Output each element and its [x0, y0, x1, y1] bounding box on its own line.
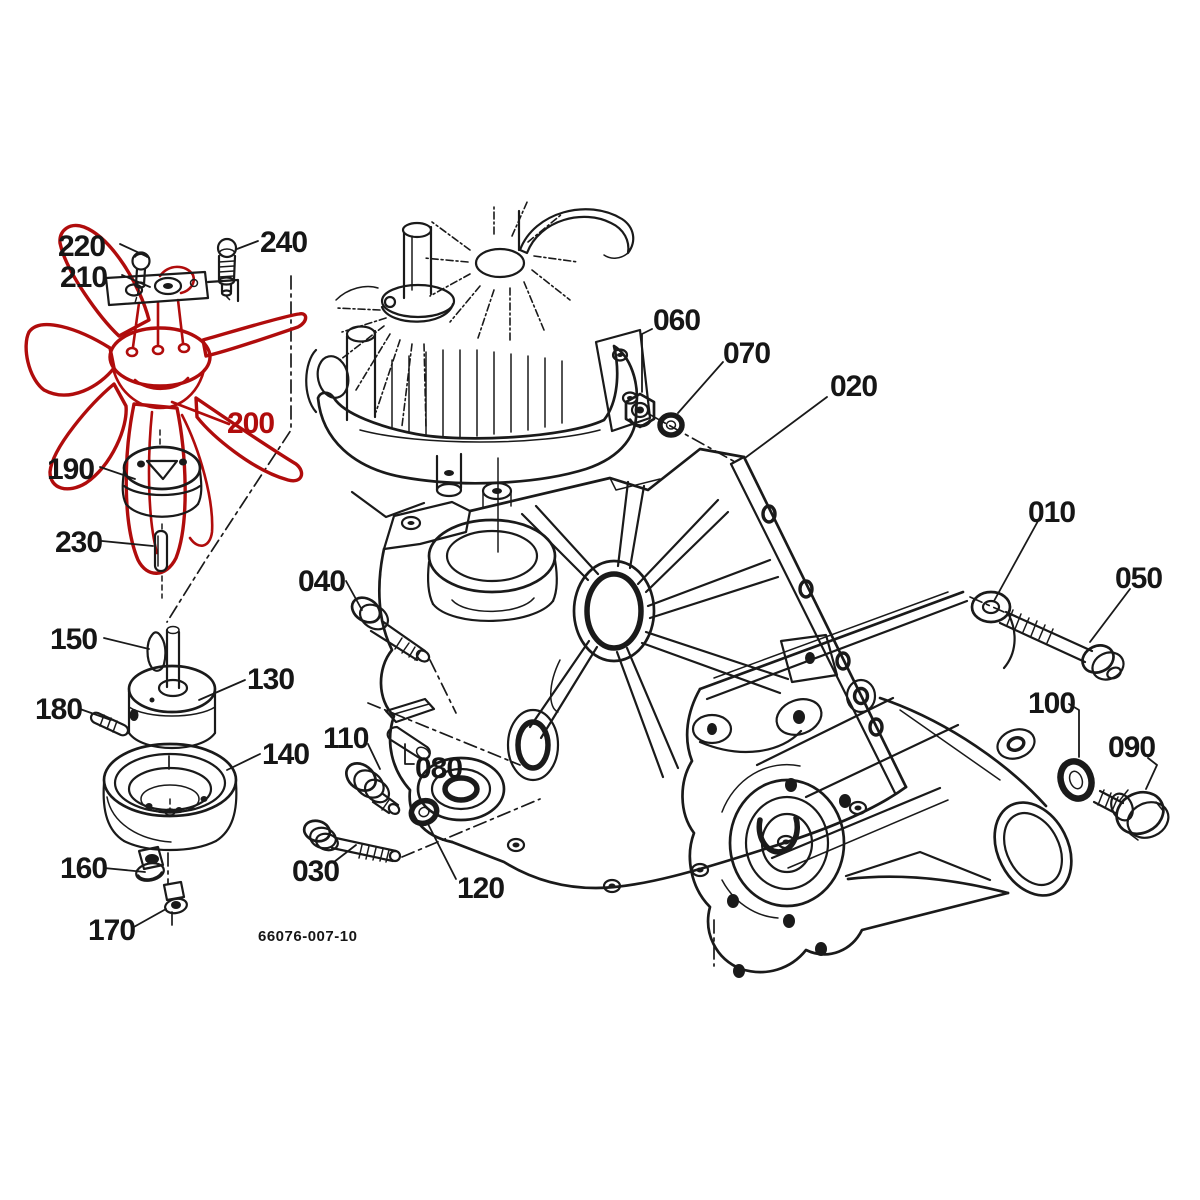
callout-060: 060 [653, 304, 700, 337]
crescent-duct [518, 208, 635, 255]
callout-040-leader [345, 580, 363, 611]
radial-rays-left [335, 307, 427, 429]
fan-hub [108, 326, 212, 388]
callout-230-leader [101, 540, 154, 547]
setscrew-180 [89, 711, 130, 737]
callout-020: 020 [830, 370, 877, 403]
callout-080: 080 [415, 752, 462, 785]
callout-130: 130 [247, 663, 294, 696]
callout-240: 240 [260, 226, 307, 259]
washer-120 [408, 797, 440, 827]
nut-060 [624, 392, 656, 429]
key-150 [146, 625, 181, 690]
fan-blade [201, 312, 308, 358]
pulley-140 [102, 742, 238, 852]
washer-070 [657, 412, 685, 438]
callout-050-leader [1089, 588, 1131, 643]
callout-070: 070 [723, 337, 770, 370]
callout-080-leader [404, 743, 415, 765]
callout-010: 010 [1028, 496, 1075, 529]
callout-100: 100 [1028, 687, 1075, 720]
callout-030-leader [333, 844, 357, 863]
callout-170: 170 [88, 914, 135, 947]
callout-010-leader [993, 520, 1039, 602]
callout-180-leader [79, 708, 112, 721]
callout-210-leader [121, 274, 151, 288]
engine-flange [594, 328, 652, 433]
callout-240-leader [236, 240, 259, 250]
bolt-050 [998, 609, 1125, 681]
drawing-number: 66076-007-10 [258, 928, 357, 945]
coupling-190 [121, 445, 203, 518]
bolt-240 [216, 237, 238, 302]
pin-080 [384, 697, 436, 761]
callout-030: 030 [292, 855, 339, 888]
engine-unit [305, 199, 652, 498]
callout-160: 160 [60, 852, 107, 885]
oring-100 [1057, 758, 1095, 802]
callout-130-leader [198, 679, 246, 701]
callout-100-leader [1068, 703, 1080, 758]
callout-120: 120 [457, 872, 504, 905]
callout-040: 040 [298, 565, 345, 598]
plug-090 [1092, 789, 1170, 841]
callout-200-leader [170, 400, 231, 426]
callout-150: 150 [50, 623, 97, 656]
radial-rays-right [423, 199, 579, 341]
cover-010 [681, 590, 1073, 978]
fan-blade [194, 396, 304, 483]
fan-blade [24, 322, 116, 397]
callout-150-leader [103, 637, 150, 650]
callout-210: 210 [60, 261, 107, 294]
callout-020-leader [744, 396, 828, 459]
callout-220-leader [119, 243, 149, 258]
plug-110 [345, 761, 401, 816]
fan-blade [48, 382, 128, 491]
fan-blade [58, 223, 151, 338]
hub-130 [127, 664, 217, 749]
leader-lines [79, 240, 1158, 929]
fan-plate-210 [104, 270, 240, 307]
bolt-170 [162, 880, 188, 915]
callout-120-leader [427, 823, 457, 880]
callout-110: 110 [323, 722, 369, 755]
callout-180: 180 [35, 693, 82, 726]
callout-200: 200 [227, 407, 274, 440]
callout-140: 140 [262, 738, 309, 771]
callout-labels: 220 210 240 200 190 230 150 130 180 140 … [35, 226, 1163, 947]
case-020 [350, 447, 908, 894]
callout-090-leader [1145, 757, 1158, 790]
callout-220: 220 [58, 230, 105, 263]
case-ribs [520, 480, 790, 779]
callout-090: 090 [1108, 731, 1155, 764]
callout-190-leader [99, 466, 136, 480]
bolt-160 [135, 845, 165, 882]
callout-190: 190 [47, 453, 94, 486]
callout-060-leader [641, 328, 653, 393]
callout-110-leader [367, 743, 381, 770]
callout-170-leader [131, 908, 167, 929]
centerlines [159, 275, 1005, 967]
callout-140-leader [226, 753, 261, 771]
pin-230 [153, 529, 169, 573]
callout-160-leader [103, 867, 146, 873]
bolt-030 [302, 819, 402, 863]
callout-070-leader [677, 361, 724, 414]
callout-050: 050 [1115, 562, 1162, 595]
cooling-fins [391, 349, 563, 438]
callout-230: 230 [55, 526, 102, 559]
